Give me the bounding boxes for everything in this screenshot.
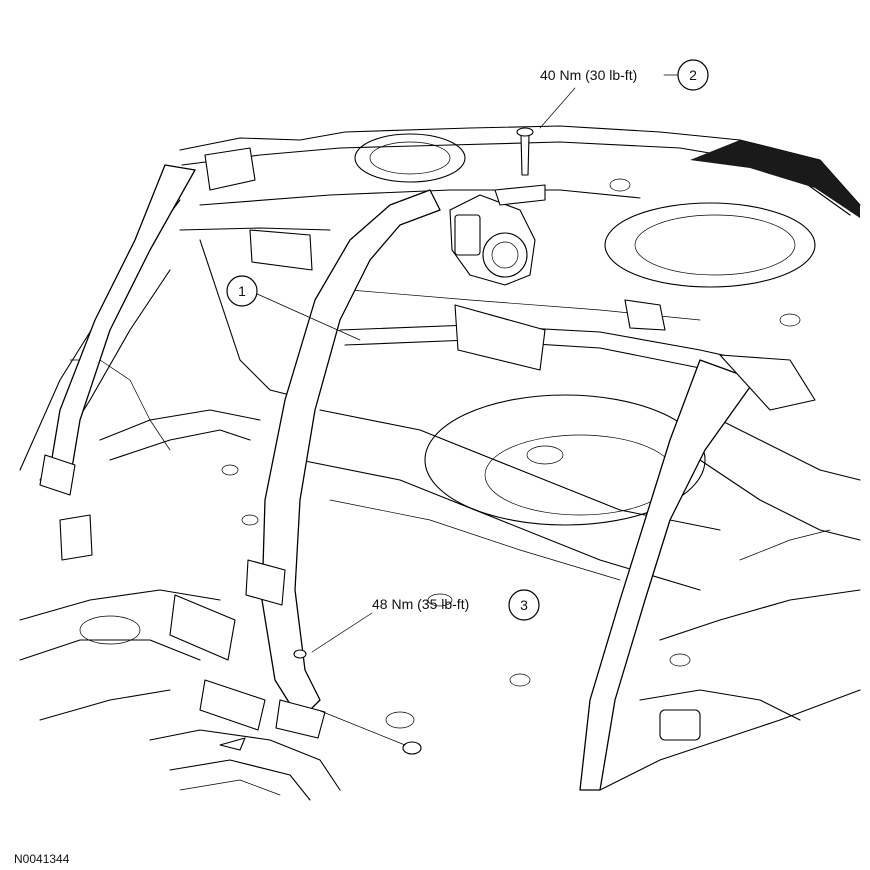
buckle-assembly-1 <box>169 594 236 661</box>
callout-1-number: 1 <box>238 283 246 299</box>
seat-belts <box>39 164 756 791</box>
callout-2: 40 Nm (30 lb-ft) 2 <box>540 59 709 91</box>
figure-id: N0041344 <box>14 852 70 866</box>
anchor-bolt-upper <box>293 649 307 659</box>
right-belt-webbing <box>579 359 756 791</box>
left-belt-tongue <box>39 454 76 496</box>
callout-3-number: 3 <box>520 597 528 613</box>
callout-2-number: 2 <box>689 67 697 83</box>
callout-3: 48 Nm (35 lb-ft) 3 <box>372 589 540 621</box>
buckle-arrow <box>219 737 246 751</box>
center-shelf-guide <box>454 304 546 371</box>
torque-spec-3: 48 Nm (35 lb-ft) <box>372 596 469 612</box>
torque-spec-2: 40 Nm (30 lb-ft) <box>540 67 637 83</box>
retractor-assembly <box>204 127 816 411</box>
left-upper-guide <box>204 147 256 191</box>
left-belt-webbing <box>49 164 196 481</box>
center-belt-tongue <box>245 559 286 606</box>
center-belt-webbing <box>261 189 441 721</box>
left-belt-label <box>59 514 93 561</box>
buckle-assembly-2 <box>199 679 266 731</box>
center-lower-anchor <box>275 699 326 739</box>
leader-lines <box>254 74 679 746</box>
callout-1: 1 <box>226 275 258 307</box>
speaker-grille <box>690 140 860 218</box>
retractor-bolt <box>520 134 530 176</box>
right-upper-guide <box>719 354 816 411</box>
retractor-bracket <box>494 184 546 206</box>
anchor-bolt <box>402 741 422 755</box>
